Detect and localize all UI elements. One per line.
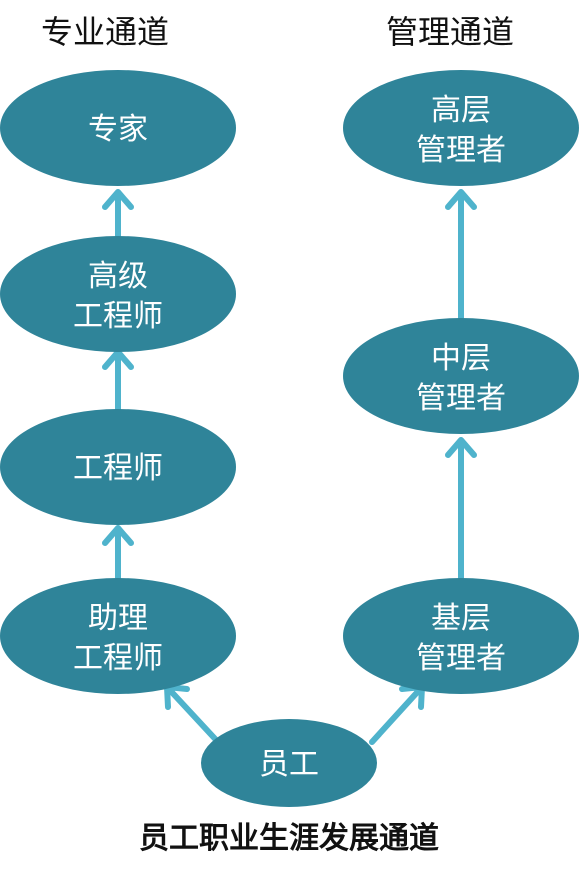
node-expert: 专家 bbox=[0, 70, 236, 186]
node-junior-manager-label-line1: 基层 bbox=[431, 601, 491, 636]
arrow-senior-engineer-to-expert bbox=[102, 189, 134, 241]
diagram-caption: 员工职业生涯发展通道 bbox=[139, 821, 439, 856]
node-junior-manager-label-line2: 管理者 bbox=[416, 641, 506, 676]
arrow-engineer-to-senior-engineer bbox=[102, 349, 134, 413]
arrow-employee-to-assistant-engineer bbox=[164, 684, 221, 745]
node-engineer: 工程师 bbox=[0, 409, 236, 525]
arrow-employee-to-junior-manager bbox=[369, 684, 425, 745]
node-employee: 员工 bbox=[201, 719, 377, 807]
node-senior-engineer: 高级 工程师 bbox=[0, 236, 236, 352]
node-assistant-engineer-label-line1: 助理 bbox=[88, 601, 148, 636]
node-junior-manager: 基层 管理者 bbox=[343, 578, 579, 694]
node-employee-label: 员工 bbox=[259, 747, 319, 782]
arrow-middle-to-senior-manager bbox=[445, 189, 477, 321]
arrow-assistant-to-engineer bbox=[102, 525, 134, 581]
node-senior-manager-label-line2: 管理者 bbox=[416, 133, 506, 168]
arrow-junior-to-middle-manager bbox=[445, 437, 477, 581]
node-assistant-engineer-label-line2: 工程师 bbox=[73, 641, 163, 676]
node-middle-manager-label-line1: 中层 bbox=[431, 341, 491, 376]
node-senior-manager: 高层 管理者 bbox=[343, 70, 579, 186]
node-assistant-engineer: 助理 工程师 bbox=[0, 578, 236, 694]
node-middle-manager: 中层 管理者 bbox=[343, 318, 579, 434]
node-middle-manager-label-line2: 管理者 bbox=[416, 381, 506, 416]
node-expert-label: 专家 bbox=[88, 112, 148, 147]
management-track-heading: 管理通道 bbox=[386, 13, 514, 51]
node-senior-manager-label-line1: 高层 bbox=[431, 93, 491, 128]
professional-track-heading: 专业通道 bbox=[41, 13, 169, 51]
node-senior-engineer-label-line1: 高级 bbox=[88, 259, 148, 294]
node-engineer-label: 工程师 bbox=[73, 451, 163, 486]
node-senior-engineer-label-line2: 工程师 bbox=[73, 299, 163, 334]
